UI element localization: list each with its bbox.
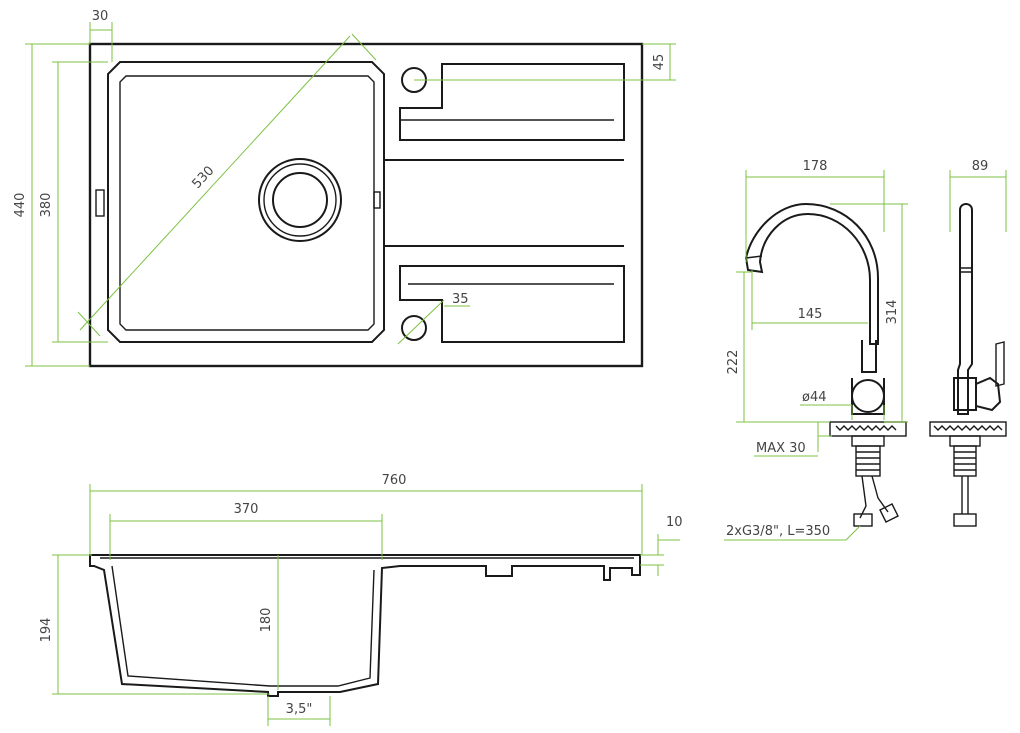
dim-max30: MAX 30 — [756, 441, 806, 456]
drainer-bottom — [399, 265, 625, 343]
dim-370: 370 — [234, 502, 259, 517]
faucet-lever — [851, 379, 885, 413]
overflow — [95, 189, 105, 217]
sink-outline — [88, 42, 644, 368]
dim-35: 35 — [452, 292, 469, 307]
dim-o44: ø44 — [802, 390, 827, 405]
dim-89: 89 — [972, 159, 989, 174]
faucet-side-view — [929, 203, 1007, 527]
sink-top-view — [88, 42, 644, 368]
drainer-top — [399, 63, 625, 141]
tap-hole-bottom — [401, 315, 427, 341]
dim-222: 222 — [726, 350, 741, 375]
dim-380: 380 — [39, 193, 54, 218]
faucet-side-lever — [975, 376, 1002, 412]
faucet-front-view — [744, 202, 907, 527]
dim-30: 30 — [92, 9, 109, 24]
faucet-spout — [744, 202, 879, 345]
dim-drain: 3,5" — [286, 702, 313, 717]
dim-10: 10 — [666, 515, 683, 530]
faucet-front-dimensions: 178 314 145 222 ø44 MAX 30 2xG3/8", L=35… — [724, 159, 908, 541]
side-view-dimensions: 760 370 10 194 180 3,5" — [39, 473, 683, 726]
dim-180: 180 — [259, 608, 274, 633]
dim-314: 314 — [885, 300, 900, 325]
dim-178: 178 — [803, 159, 828, 174]
dim-145: 145 — [798, 307, 823, 322]
side-profile — [89, 554, 641, 697]
dim-440: 440 — [13, 193, 28, 218]
label-hoses: 2xG3/8", L=350 — [726, 524, 830, 539]
faucet-side-dimensions: 89 — [949, 159, 1007, 232]
dim-530: 530 — [189, 163, 217, 191]
dim-45: 45 — [652, 54, 667, 71]
faucet-hoses — [859, 475, 889, 519]
bowl-outline — [107, 61, 385, 343]
bowl-inner — [119, 75, 375, 331]
faucet-side-body — [957, 203, 973, 415]
dim-194: 194 — [39, 618, 54, 643]
sink-side-view — [89, 554, 641, 697]
dim-760: 760 — [382, 473, 407, 488]
drain — [258, 158, 342, 242]
